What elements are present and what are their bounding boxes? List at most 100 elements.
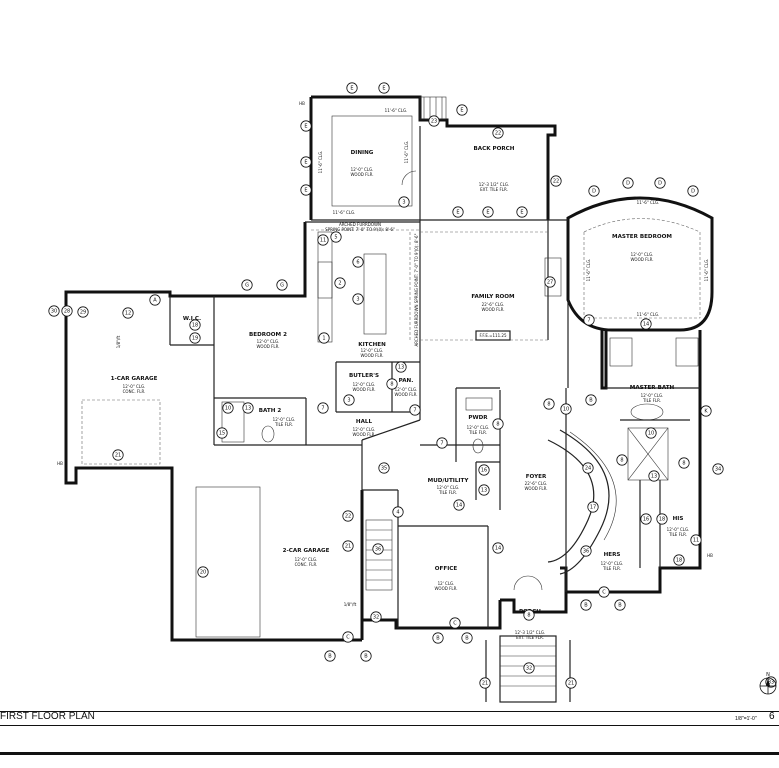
callout-tag: 32 bbox=[370, 611, 382, 623]
callout-tag-label: 33 bbox=[768, 679, 774, 685]
callout-tag: 29 bbox=[77, 306, 89, 318]
callout-tag: 7 bbox=[317, 402, 329, 414]
callout-tag: 7 bbox=[583, 314, 595, 326]
callout-tag: 18 bbox=[673, 554, 685, 566]
callout-tag-label: E bbox=[304, 123, 307, 129]
callout-tag: 11 bbox=[317, 234, 329, 246]
callout-tag-label: E bbox=[304, 159, 307, 165]
callout-tag-label: 13 bbox=[481, 487, 487, 493]
callout-tag-label: E bbox=[460, 107, 463, 113]
note-clg-dining-right: 11'-6" CLG. bbox=[404, 141, 409, 164]
room-family-dims: 22'-6" CLG. bbox=[482, 302, 505, 307]
callout-tag: 12 bbox=[122, 307, 134, 319]
callout-tag: 1 bbox=[318, 332, 330, 344]
room-office-name: OFFICE bbox=[435, 566, 458, 572]
callout-tag-label: 36 bbox=[583, 548, 589, 554]
callout-tag-label: E bbox=[486, 209, 489, 215]
room-hers-dims: 12'-0" CLG. bbox=[601, 561, 624, 566]
callout-tag-label: E bbox=[456, 209, 459, 215]
callout-tag: 18 bbox=[189, 319, 201, 331]
sheet-number: 6 bbox=[769, 711, 775, 722]
callout-tag: 16 bbox=[478, 464, 490, 476]
callout-tag-label: D bbox=[658, 180, 662, 186]
callout-tag: D bbox=[654, 177, 666, 189]
callout-tag: 11 bbox=[690, 534, 702, 546]
callout-tag-label: D bbox=[592, 188, 596, 194]
room-garage1-floor: CONC. FLR. bbox=[123, 389, 146, 394]
callout-tag: 3 bbox=[352, 293, 364, 305]
title-rule bbox=[0, 711, 779, 712]
room-powder-name: PWDR bbox=[468, 415, 488, 421]
callout-tag: 23 bbox=[428, 115, 440, 127]
room-kitchen-name: KITCHEN bbox=[358, 342, 386, 348]
callout-tag-label: B bbox=[584, 602, 588, 608]
room-bedroom2-name: BEDROOM 2 bbox=[249, 332, 287, 338]
callout-tag: B bbox=[461, 632, 473, 644]
room-master-bath-floor: TILE FLR. bbox=[642, 398, 661, 403]
sheet-border-bottom bbox=[0, 752, 779, 755]
callout-tag-label: 35 bbox=[381, 465, 387, 471]
room-dining-dims: 12'-0" CLG. bbox=[351, 167, 374, 172]
room-pantry-dims: 12'-0" CLG. bbox=[395, 387, 418, 392]
callout-tag-label: 7 bbox=[321, 405, 324, 411]
callout-tag-label: C bbox=[346, 634, 350, 640]
room-bath2-floor: TILE FLR. bbox=[274, 422, 293, 427]
callout-tag-label: 10 bbox=[563, 406, 569, 412]
callout-tag-label: 13 bbox=[398, 364, 404, 370]
room-hers-name: HERS bbox=[604, 552, 621, 558]
callout-tag: G bbox=[276, 279, 288, 291]
callout-tag-label: 21 bbox=[482, 680, 488, 686]
note-arched-furr-1b: SPRING POINT: 7'-0" TO 9'(0): 8'-6" bbox=[325, 227, 395, 232]
room-dining-name: DINING bbox=[351, 150, 374, 156]
title-rule-lower bbox=[0, 725, 779, 726]
callout-tag-label: 8 bbox=[390, 381, 393, 387]
north-label: N bbox=[766, 672, 770, 678]
callout-tag-label: 20 bbox=[200, 569, 206, 575]
callout-tag: D bbox=[687, 185, 699, 197]
room-master-bedroom-floor: WOOD FLR. bbox=[630, 257, 653, 262]
callout-tag-label: 14 bbox=[456, 502, 462, 508]
callout-tag: B bbox=[614, 599, 626, 611]
ffe-note: F.F.E.=111.25 bbox=[479, 333, 506, 338]
callout-tag: 35 bbox=[378, 462, 390, 474]
room-dining-floor: WOOD FLR. bbox=[350, 172, 373, 177]
callout-tag: 21 bbox=[112, 449, 124, 461]
room-foyer-dims: 22'-6" CLG. bbox=[525, 481, 548, 486]
callout-tag: 17 bbox=[587, 501, 599, 513]
note-clg-dining-top: 11'-6" CLG. bbox=[385, 108, 408, 113]
room-master-bath-dims: 12'-0" CLG. bbox=[641, 393, 664, 398]
callout-tag: 8 bbox=[386, 378, 398, 390]
room-family-name: FAMILY ROOM bbox=[471, 294, 515, 300]
room-back-porch-name: BACK PORCH bbox=[474, 146, 515, 152]
callout-tag-label: B bbox=[364, 653, 368, 659]
room-his-floor: TILE FLR. bbox=[668, 532, 687, 537]
note-hb-top: HB bbox=[299, 101, 305, 106]
callout-tag-label: 32 bbox=[526, 665, 532, 671]
room-garage2-name: 2-CAR GARAGE bbox=[283, 548, 330, 554]
callout-tag-label: 6 bbox=[356, 259, 359, 265]
callout-tag-label: K bbox=[704, 408, 708, 414]
room-garage1-dims: 12'-0" CLG. bbox=[123, 384, 146, 389]
callout-tag-label: 18 bbox=[192, 322, 198, 328]
callout-tag-label: 24 bbox=[585, 465, 591, 471]
callout-tag: 27 bbox=[544, 276, 556, 288]
callout-tag: E bbox=[378, 82, 390, 94]
callout-tag-label: 21 bbox=[568, 680, 574, 686]
callout-tag-label: B bbox=[618, 602, 622, 608]
callout-tag: 4 bbox=[392, 506, 404, 518]
callout-tag: E bbox=[482, 206, 494, 218]
room-his-dims: 12'-0" CLG. bbox=[667, 527, 690, 532]
note-garage-slope: 1/8"/ft bbox=[116, 335, 121, 348]
note-clg-master-left: 11'-6" CLG. bbox=[586, 259, 591, 282]
room-office-floor: WOOD FLR. bbox=[434, 586, 457, 591]
callout-tag: 30 bbox=[48, 305, 60, 317]
callout-tag: E bbox=[300, 120, 312, 132]
callout-tag-label: 21 bbox=[345, 543, 351, 549]
callout-tag: 21 bbox=[342, 540, 354, 552]
room-pantry-name: PAN. bbox=[399, 378, 414, 384]
callout-tag: B bbox=[360, 650, 372, 662]
callout-tag-label: 16 bbox=[481, 467, 487, 473]
callout-tag-label: 4 bbox=[396, 509, 399, 515]
callout-tag-label: 22 bbox=[553, 178, 559, 184]
